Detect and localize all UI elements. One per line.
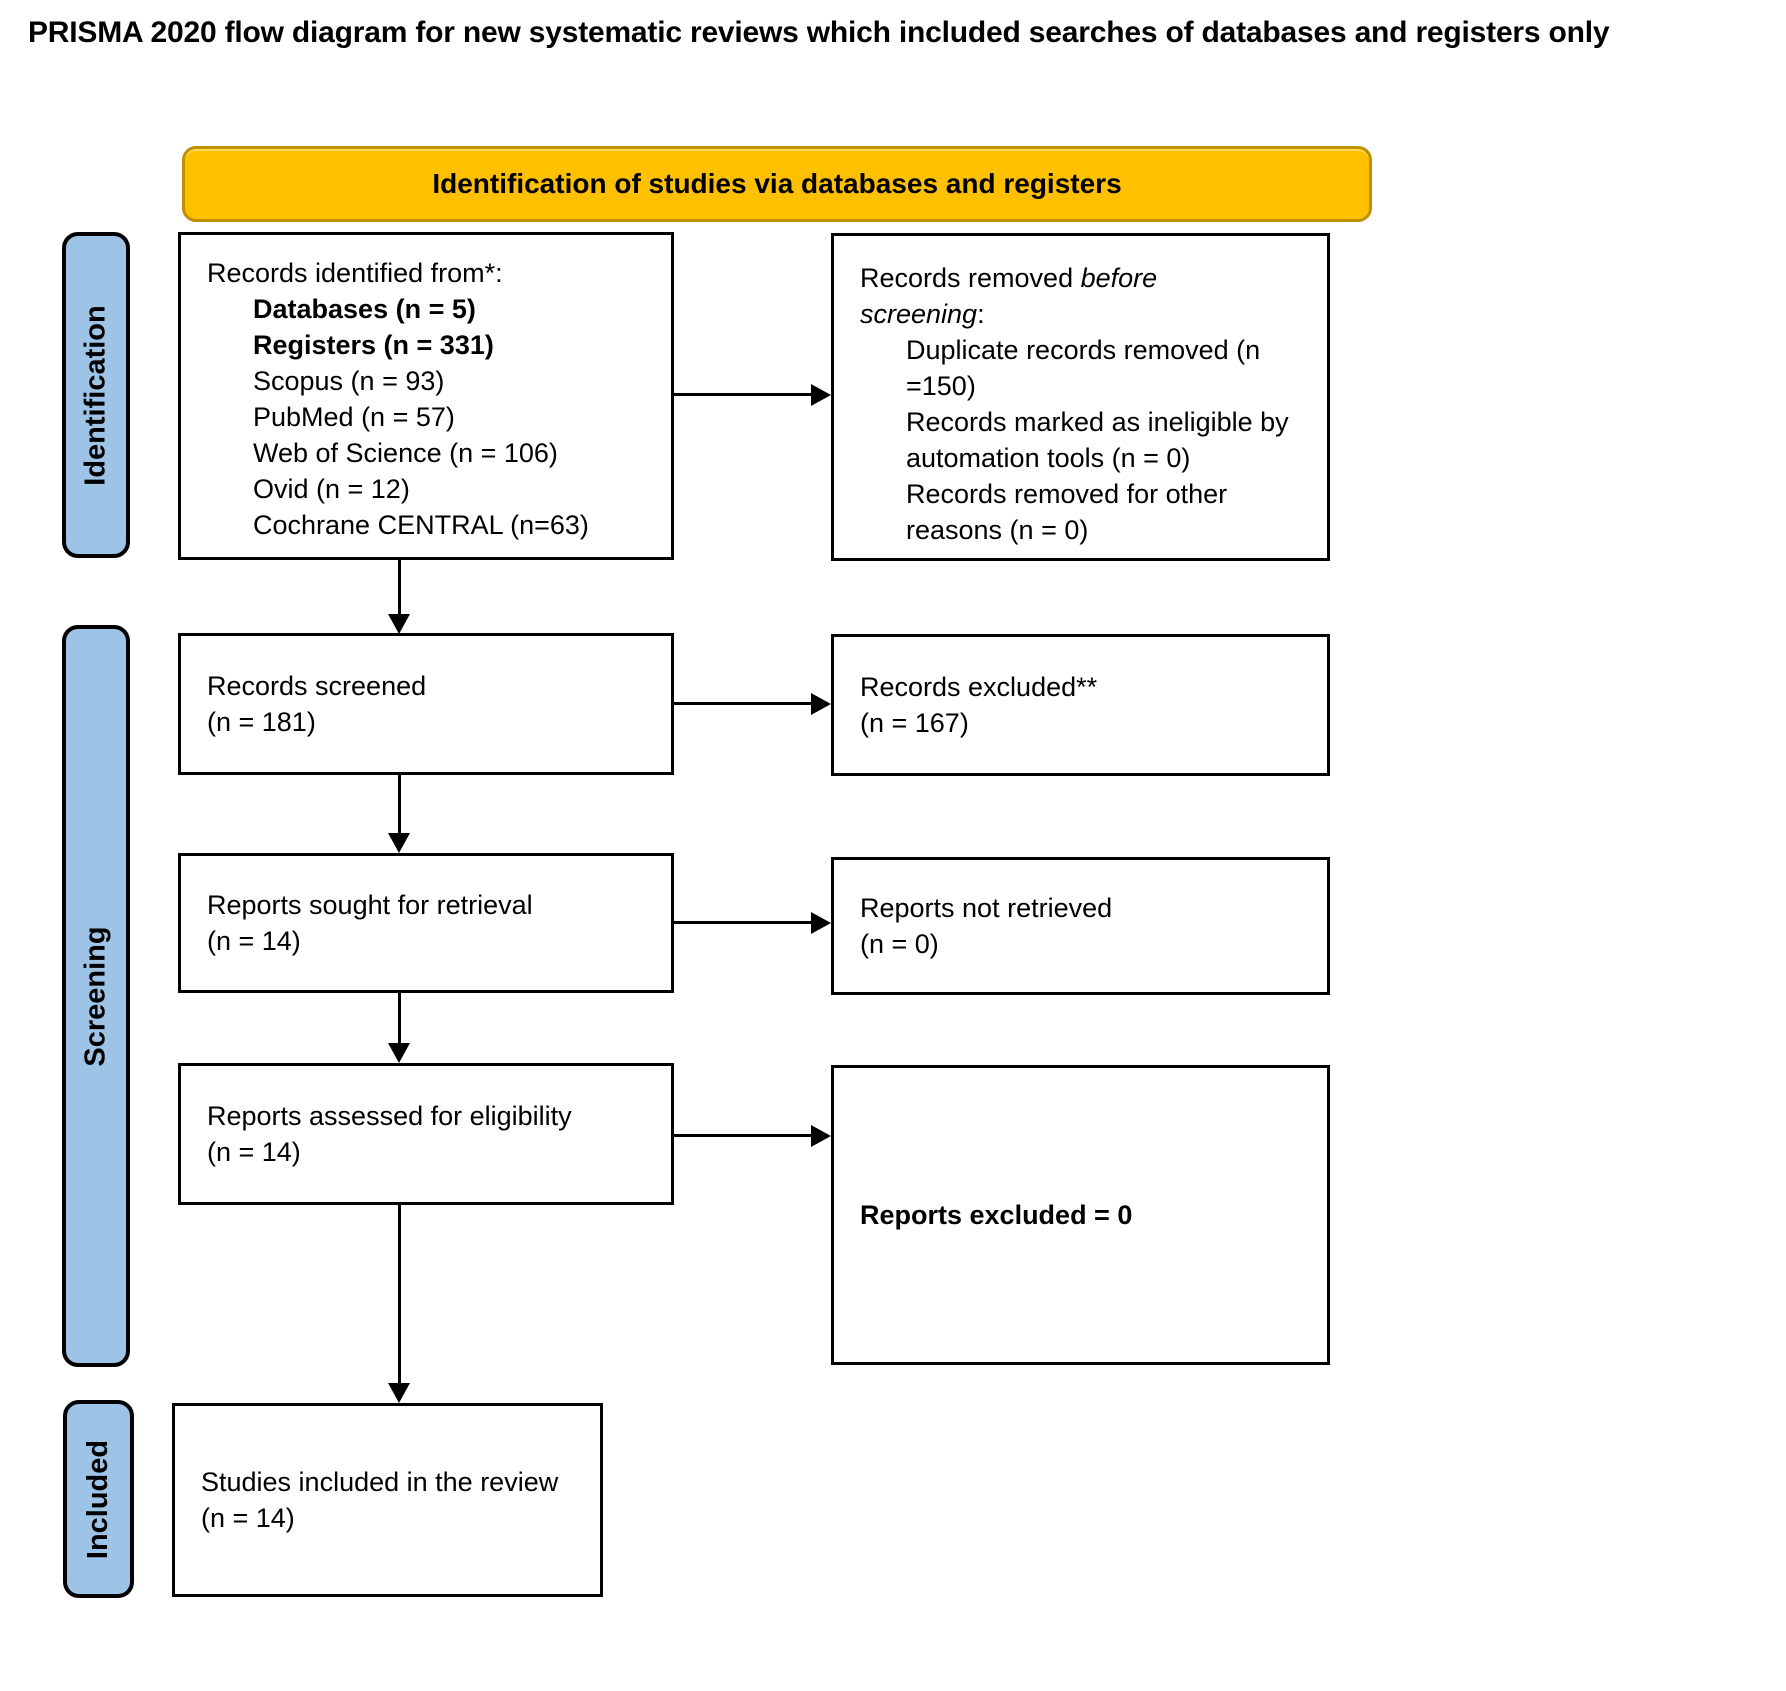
stage-included: Included xyxy=(63,1400,134,1598)
arrow-screened-to-sought-head-icon xyxy=(388,833,410,853)
arrow-sought-to-notretrieved-line xyxy=(674,921,813,924)
box-reports-sought: Reports sought for retrieval(n = 14) xyxy=(178,853,674,993)
arrow-assessed-to-included-line xyxy=(398,1205,401,1385)
arrow-screened-to-excluded-head-icon xyxy=(811,693,831,715)
arrow-sought-to-assessed-line xyxy=(398,993,401,1045)
arrow-assessed-to-reportsexcluded-head-icon xyxy=(811,1125,831,1147)
arrow-identified-to-removed-head-icon xyxy=(811,384,831,406)
stage-screening-label: Screening xyxy=(79,925,112,1067)
box-studies-included: Studies included in the review(n = 14) xyxy=(172,1403,603,1597)
arrow-assessed-to-included-head-icon xyxy=(388,1383,410,1403)
box-records-identified-text: Records identified from*:Databases (n = … xyxy=(207,258,589,540)
box-records-screened: Records screened(n = 181) xyxy=(178,633,674,775)
arrow-identified-to-removed-line xyxy=(674,393,813,396)
arrow-assessed-to-reportsexcluded-line xyxy=(674,1134,813,1137)
page-title: PRISMA 2020 flow diagram for new systema… xyxy=(28,16,1610,49)
stage-included-label: Included xyxy=(82,1439,115,1559)
stage-screening: Screening xyxy=(62,625,130,1367)
arrow-identified-to-screened-head-icon xyxy=(388,614,410,634)
arrow-screened-to-excluded-line xyxy=(674,702,813,705)
banner-identification-via-databases: Identification of studies via databases … xyxy=(182,146,1372,222)
box-records-excluded: Records excluded**(n = 167) xyxy=(831,634,1330,776)
arrow-identified-to-screened-line xyxy=(398,560,401,616)
stage-identification-label: Identification xyxy=(79,304,112,486)
arrow-sought-to-assessed-head-icon xyxy=(388,1043,410,1063)
box-reports-assessed: Reports assessed for eligibility(n = 14) xyxy=(178,1063,674,1205)
arrow-screened-to-sought-line xyxy=(398,775,401,835)
banner-label: Identification of studies via databases … xyxy=(432,168,1122,199)
arrow-sought-to-notretrieved-head-icon xyxy=(811,912,831,934)
box-reports-excluded: Reports excluded = 0 xyxy=(831,1065,1330,1365)
box-records-identified: Records identified from*:Databases (n = … xyxy=(178,232,674,560)
box-reports-not-retrieved: Reports not retrieved(n = 0) xyxy=(831,857,1330,995)
stage-identification: Identification xyxy=(62,232,130,558)
